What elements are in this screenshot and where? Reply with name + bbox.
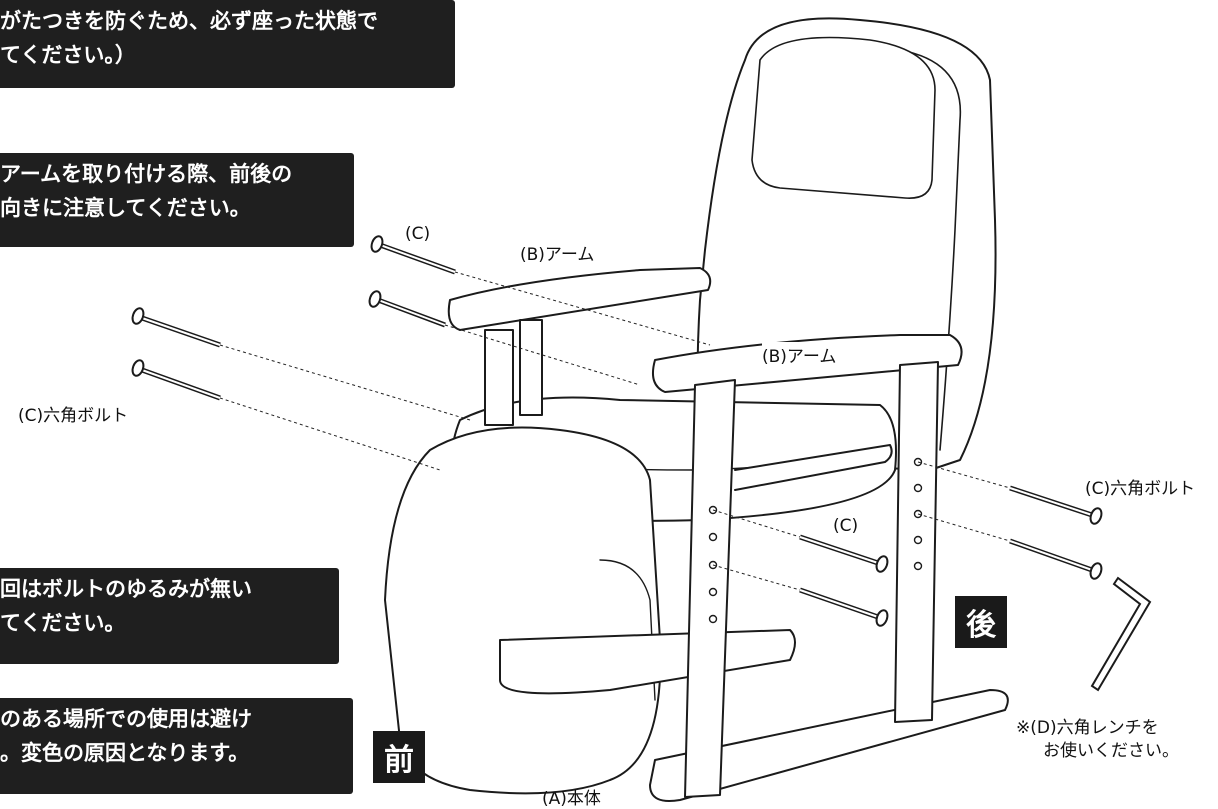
label-c-mid: (C) [833,516,859,536]
bolt-left-2 [131,359,221,401]
note-place-line-2: 。変色の原因となります。 [0,741,250,765]
left-arm-leg-2 [519,319,543,416]
note-place: のある場所での使用は避け 。変色の原因となります。 [0,698,353,794]
left-arm-pad [447,267,712,331]
note-arm-line-2: 向きに注意してください。 [0,196,251,220]
note-seat-line-1: がたつきを防ぐため、必ず座った状態で [0,9,378,33]
base-back [499,629,796,695]
bolt-top-1 [370,235,456,275]
left-arm-leg-1 [484,329,514,426]
note-seat: がたつきを防ぐため、必ず座った状態で てください。） [0,0,455,88]
note-bolt-line-2: てください。 [0,611,126,635]
bolt-left-1 [131,307,221,348]
label-wrench-note-1: ※(D)六角レンチを [1016,718,1159,738]
bolt-top-2 [368,290,446,328]
note-bolt: 回はボルトのゆるみが無い てください。 [0,568,339,664]
note-arm: アームを取り付ける際、前後の 向きに注意してください。 [0,153,354,247]
hex-wrench-icon [1090,576,1152,692]
front-tag: 前 [373,731,425,783]
note-seat-line-2: てください。） [0,43,136,67]
leg-rest [384,426,662,795]
headrest [751,36,936,199]
bolt-right-1 [1009,485,1103,525]
note-bolt-line-1: 回はボルトのゆるみが無い [0,577,252,601]
label-arm-front: (B)アーム [762,342,837,367]
label-c-top: (C) [405,224,431,244]
right-arm-front-post [684,379,736,798]
back-tag: 後 [955,596,1007,648]
note-arm-line-1: アームを取り付ける際、前後の [0,162,293,186]
label-hex-bolt-right: (C)六角ボルト [1085,479,1196,499]
label-body: (A)本体 [542,789,601,809]
bolt-right-2 [1009,538,1103,580]
bolt-mid-1 [799,534,889,573]
bolt-mid-2 [799,587,889,627]
note-place-line-1: のある場所での使用は避け [0,707,252,731]
label-wrench-note-2: お使いください。 [1043,741,1179,761]
label-arm-back: (B)アーム [520,245,595,265]
label-hex-bolt-left: (C)六角ボルト [18,406,129,426]
